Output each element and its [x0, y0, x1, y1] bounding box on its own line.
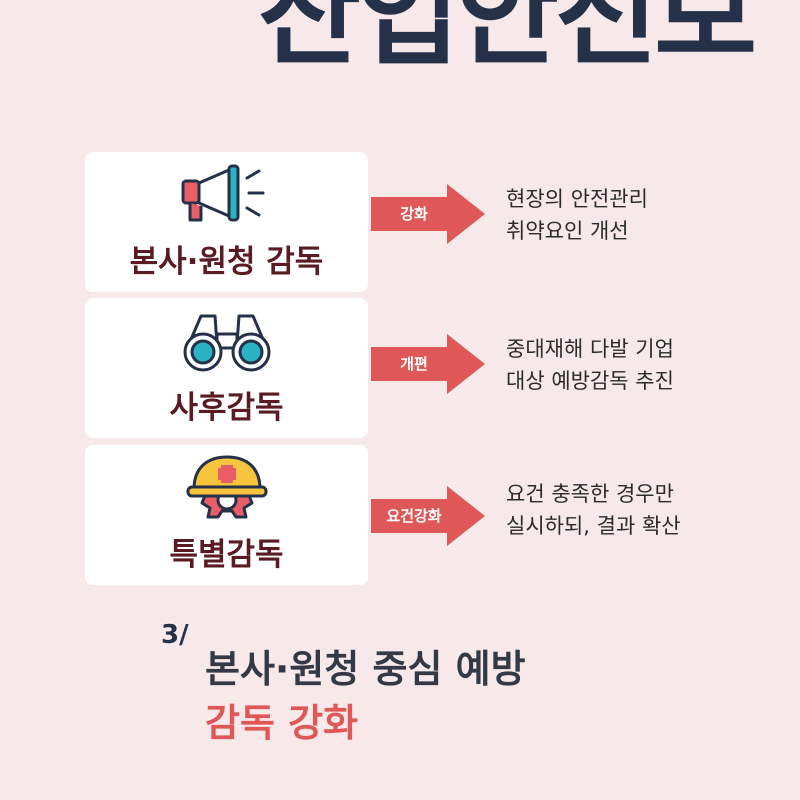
card-label: 본사·원청 감독: [129, 244, 324, 280]
section-number: 3/: [161, 620, 189, 650]
section-highlight: 감독 강화: [205, 701, 359, 745]
description-line: 현장의 안전관리: [506, 187, 648, 211]
description-line: 실시하되, 결과 확산: [506, 514, 681, 538]
megaphone-icon: [177, 162, 277, 234]
arrow-label: 개편: [400, 354, 428, 373]
description-line: 요건 충족한 경우만: [506, 482, 674, 506]
safety-helmet-icon: [182, 453, 272, 529]
page-title: 산업안전보: [258, 0, 757, 81]
arrow-label: 강화: [400, 204, 428, 223]
description-line: 취약요인 개선: [506, 219, 629, 243]
section-title: 본사·원청 중심 예방: [205, 647, 526, 691]
card-special-inspection: 특별감독: [85, 445, 368, 585]
arrow-reorganize: 개편: [371, 334, 485, 394]
arrow-tighten-requirements: 요건강화: [371, 486, 485, 546]
card-label: 특별감독: [169, 537, 284, 573]
card-label: 사후감독: [169, 390, 284, 426]
arrow-strengthen: 강화: [371, 184, 485, 244]
description-line: 대상 예방감독 추진: [506, 369, 674, 393]
description: 현장의 안전관리 취약요인 개선: [506, 183, 746, 247]
card-post-inspection: 사후감독: [85, 298, 368, 438]
arrow-label: 요건강화: [386, 506, 442, 525]
description-line: 중대재해 다발 기업: [506, 337, 674, 361]
binoculars-icon: [177, 310, 277, 378]
description: 요건 충족한 경우만 실시하되, 결과 확산: [506, 478, 746, 542]
card-hq-inspection: 본사·원청 감독: [85, 152, 368, 292]
description: 중대재해 다발 기업 대상 예방감독 추진: [506, 333, 746, 397]
